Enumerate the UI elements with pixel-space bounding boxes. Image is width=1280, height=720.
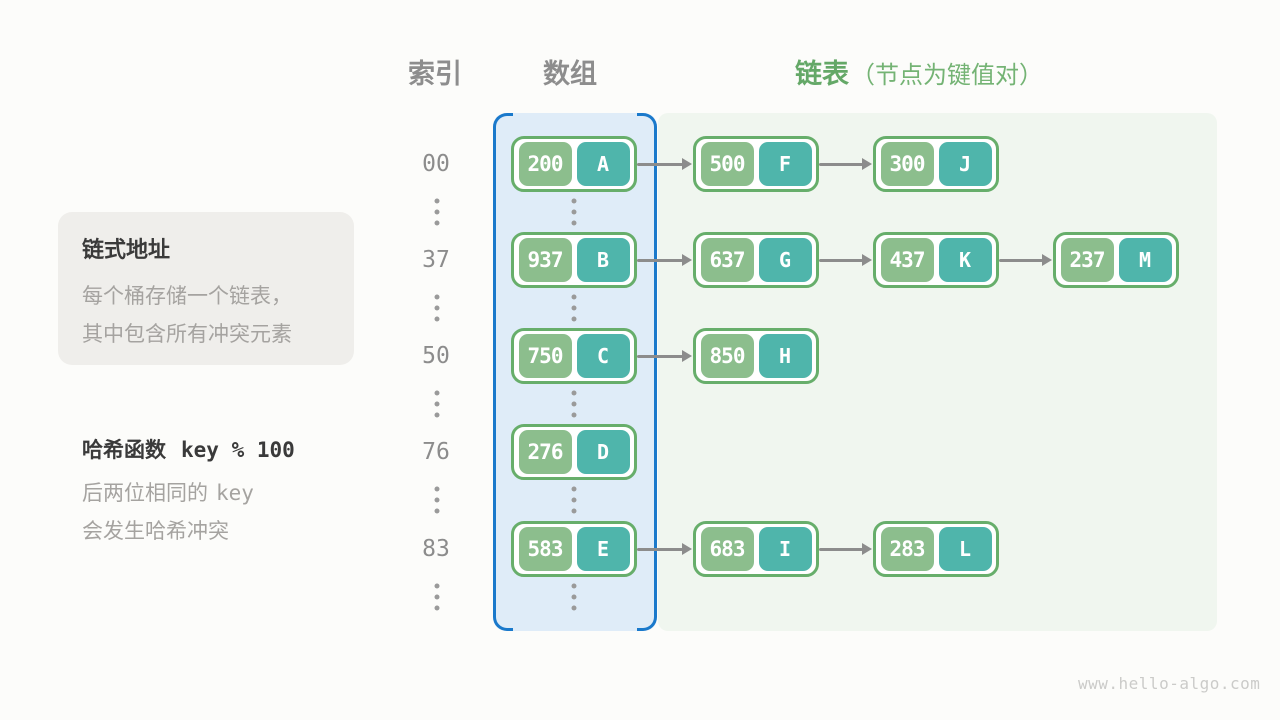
key-value-node: 276 D [511, 424, 637, 480]
node-value-cell: L [938, 527, 992, 571]
info-box-title: 链式地址 [82, 238, 171, 263]
bucket-index-label: 50 [422, 343, 450, 369]
key-value-node: 637 G [693, 232, 819, 288]
node-key-cell: 500 [700, 142, 754, 186]
index-column-header: 索引 [408, 59, 462, 90]
node-value-cell: I [758, 527, 812, 571]
info-box-line: 其中包含所有冲突元素 [82, 322, 292, 346]
arrow-right-connector [637, 253, 692, 266]
key-value-node: 283 L [873, 521, 999, 577]
key-value-node: 300 J [873, 136, 999, 192]
bucket-index-label: 83 [422, 536, 450, 562]
node-key-cell: 300 [880, 142, 934, 186]
key-value-node: 850 H [693, 328, 819, 384]
array-column-header: 数组 [543, 59, 597, 90]
arrow-right-connector [819, 157, 872, 170]
ellipsis-dots [434, 289, 440, 328]
ellipsis-dots [571, 193, 577, 232]
node-value-cell: M [1118, 238, 1172, 282]
node-key-cell: 637 [700, 238, 754, 282]
ellipsis-dots [571, 385, 577, 424]
node-value-cell: D [576, 430, 630, 474]
bucket-index-label: 37 [422, 247, 450, 273]
arrow-right-connector [637, 542, 692, 555]
bucket-index-label: 76 [422, 439, 450, 465]
hash-function-label: 哈希函数 [82, 438, 166, 462]
node-key-cell: 750 [518, 334, 572, 378]
node-key-cell: 200 [518, 142, 572, 186]
ellipsis-dots [571, 289, 577, 328]
arrow-right-connector [999, 253, 1052, 266]
node-value-cell: E [576, 527, 630, 571]
node-key-cell: 276 [518, 430, 572, 474]
node-value-cell: F [758, 142, 812, 186]
node-value-cell: A [576, 142, 630, 186]
key-value-node: 437 K [873, 232, 999, 288]
ellipsis-dots [434, 193, 440, 232]
arrow-right-connector [819, 542, 872, 555]
key-value-node: 583 E [511, 521, 637, 577]
hash-function-title: 哈希函数 key % 100 [82, 434, 295, 464]
array-right-bracket [637, 113, 657, 631]
node-value-cell: J [938, 142, 992, 186]
node-key-cell: 237 [1060, 238, 1114, 282]
website-watermark: www.hello-algo.com [1078, 674, 1261, 693]
node-value-cell: G [758, 238, 812, 282]
hash-note-line: 会发生哈希冲突 [82, 519, 229, 543]
ellipsis-dots [571, 578, 577, 617]
ellipsis-dots [571, 481, 577, 520]
ellipsis-dots [434, 578, 440, 617]
node-key-cell: 683 [700, 527, 754, 571]
node-value-cell: B [576, 238, 630, 282]
concept-info-box: 链式地址 每个桶存储一个链表， 其中包含所有冲突元素 [58, 212, 354, 365]
ellipsis-dots [434, 481, 440, 520]
linked-list-note: （节点为键值对） [851, 61, 1043, 89]
arrow-right-connector [819, 253, 872, 266]
node-key-cell: 583 [518, 527, 572, 571]
ellipsis-dots [434, 385, 440, 424]
info-box-line: 每个桶存储一个链表， [82, 284, 292, 308]
node-value-cell: H [758, 334, 812, 378]
bucket-index-label: 00 [422, 151, 450, 177]
linked-list-column-header: 链表（节点为键值对） [795, 52, 1043, 91]
key-value-node: 500 F [693, 136, 819, 192]
hash-function-formula: key % 100 [181, 438, 295, 462]
key-value-node: 200 A [511, 136, 637, 192]
array-left-bracket [493, 113, 513, 631]
node-value-cell: K [938, 238, 992, 282]
key-value-node: 237 M [1053, 232, 1179, 288]
node-value-cell: C [576, 334, 630, 378]
key-value-node: 750 C [511, 328, 637, 384]
key-value-node: 937 B [511, 232, 637, 288]
linked-list-label: 链表 [795, 59, 849, 90]
node-key-cell: 850 [700, 334, 754, 378]
node-key-cell: 437 [880, 238, 934, 282]
node-key-cell: 283 [880, 527, 934, 571]
key-value-node: 683 I [693, 521, 819, 577]
node-key-cell: 937 [518, 238, 572, 282]
arrow-right-connector [637, 349, 692, 362]
arrow-right-connector [637, 157, 692, 170]
